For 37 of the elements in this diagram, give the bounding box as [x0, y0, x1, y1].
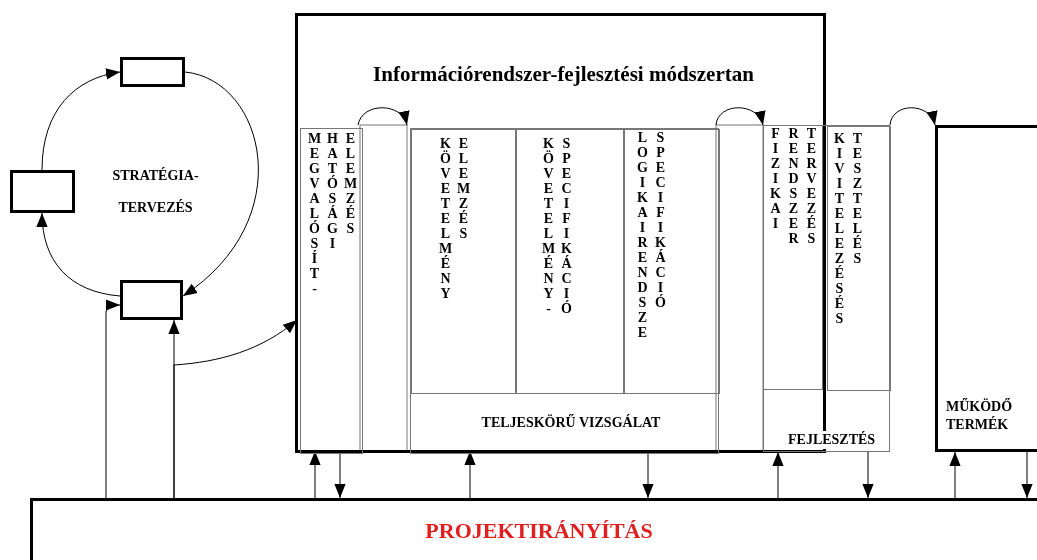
arrow: [173, 319, 298, 499]
management-bar: [30, 498, 1037, 560]
arrow: [105, 299, 121, 499]
stage-panel: [410, 128, 719, 454]
arrow: [41, 69, 121, 171]
phase-label: LOGIKAIRENDSZE SPECIFIKÁCIÓ: [634, 130, 669, 340]
phase-column: [411, 129, 516, 394]
arrow: [949, 451, 961, 499]
arrow: [182, 71, 259, 297]
arrow: [862, 451, 874, 499]
phase-label: FIZIKAI RENDSZER TERVEZÉS: [767, 126, 820, 246]
phase-column: [827, 126, 891, 391]
product-box: [935, 125, 1037, 452]
cycle-step-box: [10, 170, 75, 213]
cycle-step-box: [120, 57, 185, 87]
stage-label: TELJESKÖRŰ VIZSGÁLAT: [480, 414, 662, 432]
phase-column: [763, 125, 823, 390]
arrow: [37, 212, 121, 297]
cycle-step-box: [120, 280, 183, 320]
stage-label: FEJLESZTÉS: [786, 431, 878, 449]
phase-label: KIVITELEZÉSÉS TESZTELÉS: [831, 131, 866, 326]
phase-column: [300, 128, 363, 454]
phase-label: KÖVETELMÉNY ELEMZÉS: [437, 136, 472, 301]
cycle-title: STRATÉGIA- TERVEZÉS: [111, 166, 200, 217]
stage-panel: [763, 125, 890, 452]
arrow: [889, 107, 936, 126]
arrow: [1021, 451, 1033, 499]
phase-column: [516, 129, 624, 394]
phase-column: [624, 129, 720, 394]
phase-label: MEGVALÓSÍT- HATÓSÁGI ELEMZÉS: [306, 131, 359, 296]
arrow: [715, 107, 764, 126]
arrow: [772, 451, 784, 499]
diagram-heading: Információrendszer-fejlesztési módszertan: [372, 61, 755, 88]
stage-label: MŰKÖDŐ TERMÉK: [946, 398, 1014, 433]
bar-label: PROJEKTIRÁNYÍTÁS: [424, 517, 654, 545]
phase-label: KÖVETELMÉNY- SPECIFIKÁCIÓ: [540, 136, 575, 316]
arrow: [357, 107, 408, 126]
